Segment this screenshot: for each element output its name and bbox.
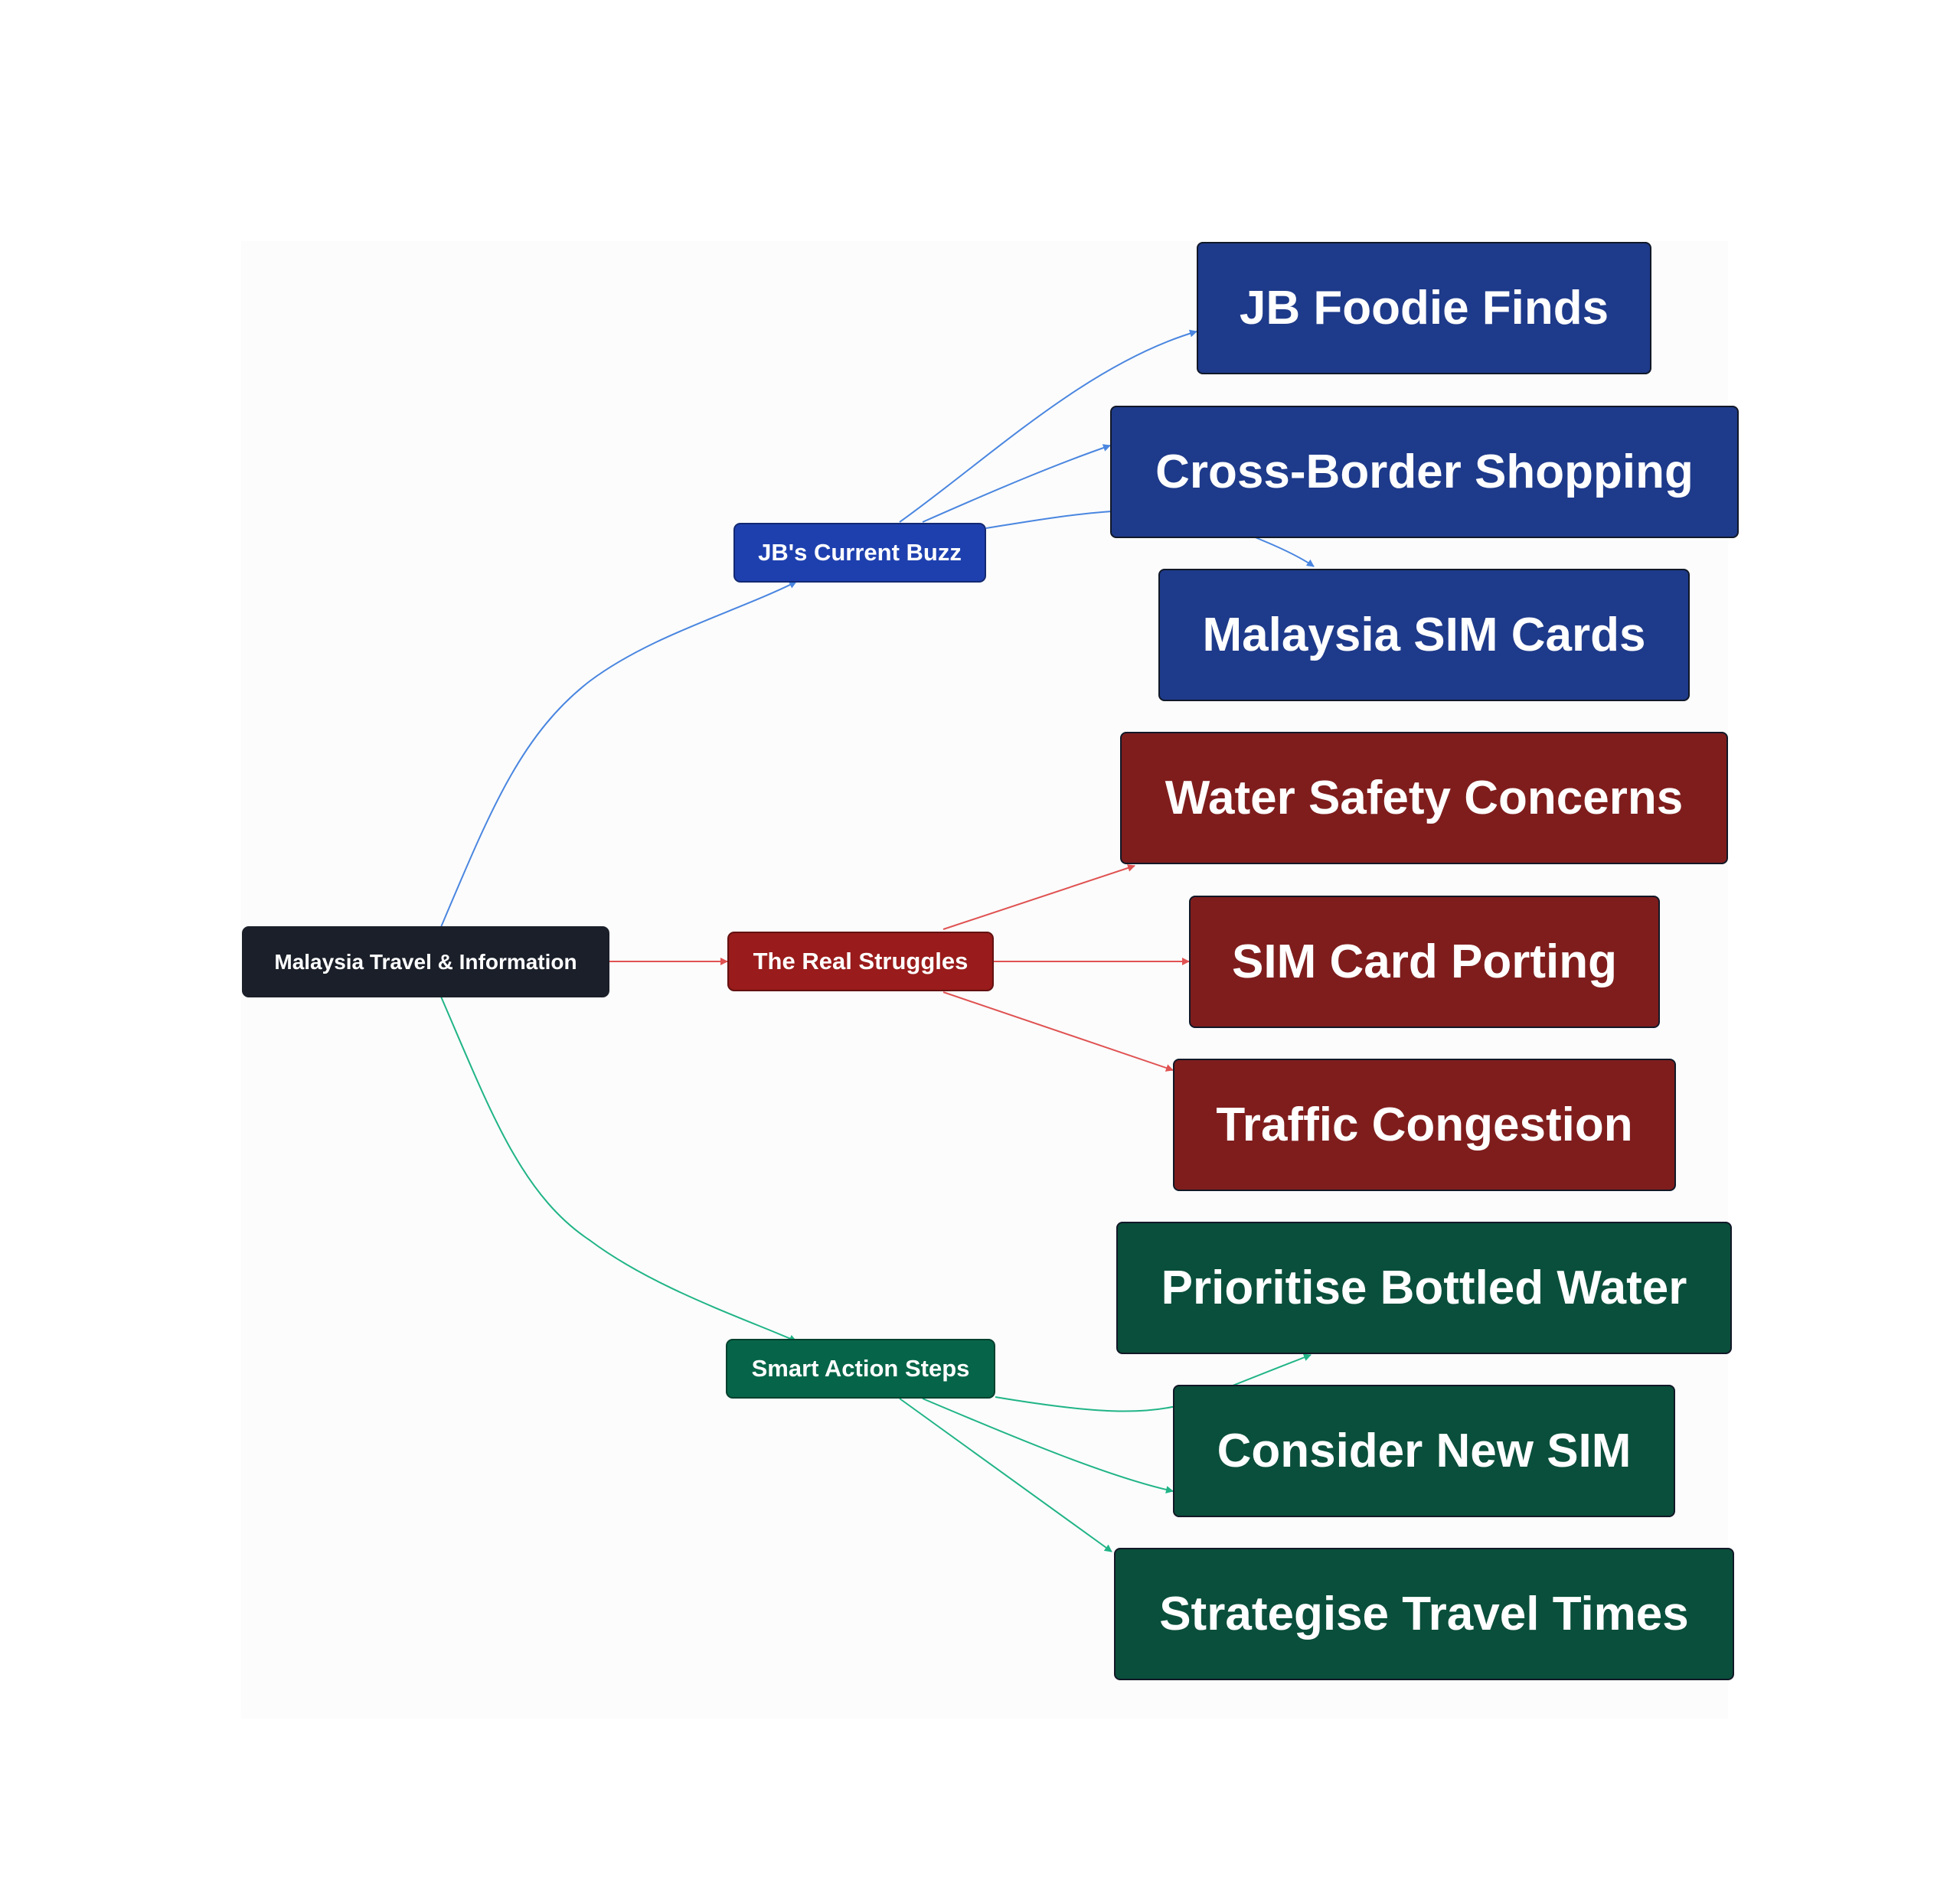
edge-struggles-to-traffic [942,991,1174,1072]
edge-struggles-to-water [942,864,1135,930]
leaf-label: Consider New SIM [1217,1425,1632,1477]
leaf-label: JB Foodie Finds [1239,282,1609,335]
leaf-node-sim-card-porting: SIM Card Porting [1189,896,1660,1028]
leaf-label: Strategise Travel Times [1159,1588,1689,1640]
branch-node-jb-current-buzz: JB's Current Buzz [733,523,986,583]
edge-root-to-action-steps [440,996,797,1343]
edge-action-to-travel-times [899,1398,1112,1552]
leaf-node-prioritise-bottled-water: Prioritise Bottled Water [1116,1222,1732,1354]
branch-node-smart-action-steps: Smart Action Steps [726,1339,995,1399]
leaf-label: Water Safety Concerns [1165,772,1684,824]
root-node-label: Malaysia Travel & Information [274,949,577,974]
leaf-node-jb-foodie-finds: JB Foodie Finds [1197,242,1651,374]
edge-buzz-to-foodie [899,329,1197,523]
leaf-node-cross-border-shopping: Cross-Border Shopping [1110,406,1739,538]
branch-node-the-real-struggles: The Real Struggles [727,932,994,991]
leaf-node-strategise-travel-times: Strategise Travel Times [1114,1548,1734,1680]
leaf-label: Traffic Congestion [1216,1098,1633,1151]
leaf-label: Prioritise Bottled Water [1161,1262,1687,1314]
leaf-node-traffic-congestion: Traffic Congestion [1173,1059,1676,1191]
branch-label: Smart Action Steps [751,1355,970,1382]
leaf-label: SIM Card Porting [1232,935,1617,988]
edge-buzz-to-shopping [922,444,1111,523]
leaf-node-water-safety-concerns: Water Safety Concerns [1120,732,1728,864]
branch-label: The Real Struggles [753,948,969,974]
edge-action-to-new-sim [922,1398,1174,1493]
leaf-node-malaysia-sim-cards: Malaysia SIM Cards [1158,569,1690,701]
root-node: Malaysia Travel & Information [242,926,609,997]
leaf-node-consider-new-sim: Consider New SIM [1173,1385,1675,1517]
branch-label: JB's Current Buzz [758,539,962,566]
leaf-label: Malaysia SIM Cards [1202,609,1646,661]
leaf-label: Cross-Border Shopping [1155,446,1694,498]
edge-root-to-jb-buzz [440,581,797,928]
